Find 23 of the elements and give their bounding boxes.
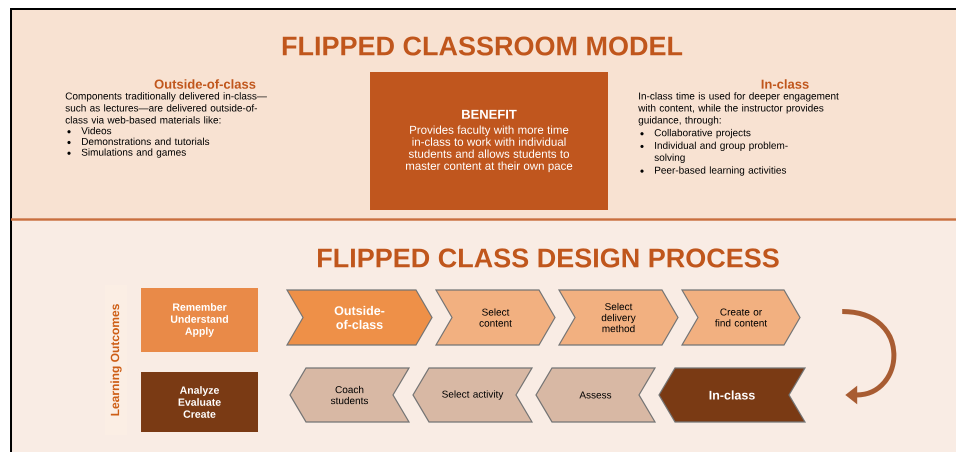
bullet-item: Peer-based learning activities [655, 166, 786, 176]
curved-arrow [842, 309, 896, 404]
bullet-item: Simulations and games [82, 148, 186, 158]
bullet-item: Demonstrations and tutorials [82, 138, 210, 146]
heading: In-class [762, 79, 809, 89]
process-step: Coach students [289, 367, 410, 423]
vertical-label: Learning Outcomes [105, 285, 127, 435]
benefit-box: BENEFIT Provides faculty with more time in-class to work with individual students and allows students to master content at their own pace [370, 72, 608, 210]
process-step: Select activity [412, 367, 534, 423]
bullet-item: Videos [81, 126, 112, 134]
paragraph: Components traditionally delivered in-class—such as lectures—are delivered outside-of-class via web-based materials like: [66, 92, 267, 124]
bullet-item: Individual and group problem-solving [654, 142, 788, 163]
process-step: Create or find content [680, 289, 801, 346]
outcome-box: Analyze Evaluate Create [141, 372, 258, 432]
outcome-box: Remember Understand Apply [141, 288, 258, 352]
process-step: Assess [535, 367, 656, 423]
heading: Outside-of-class [154, 79, 256, 89]
heading: FLIPPED CLASS DESIGN PROCESS [318, 248, 779, 268]
process-step: Select delivery method [558, 289, 679, 346]
bullet-item: Collaborative projects [654, 128, 751, 138]
title: FLIPPED CLASSROOM MODEL [282, 36, 682, 56]
paragraph: In-class time is used for deeper engagement with content, while the instructor provides guidance, through: [638, 92, 839, 126]
process-step: Select content [434, 289, 556, 346]
